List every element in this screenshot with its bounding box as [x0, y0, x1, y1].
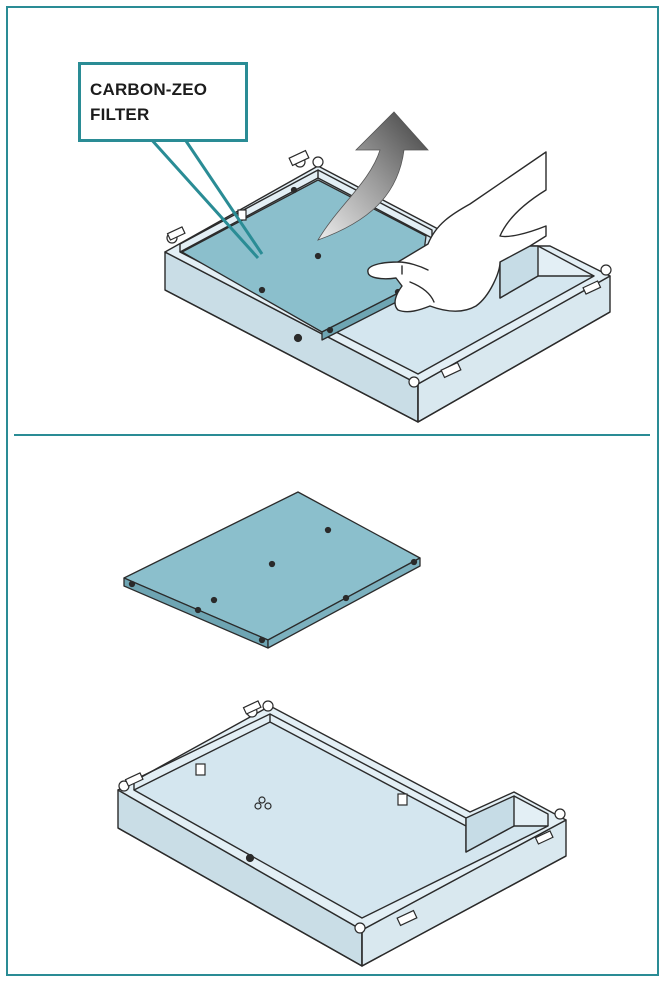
filter-icon — [124, 492, 420, 648]
filter-callout: CARBON-ZEO FILTER — [78, 62, 248, 142]
step-divider — [14, 434, 650, 436]
top-panel-illustration — [150, 112, 611, 422]
tray-icon — [118, 706, 566, 966]
filter-callout-label: CARBON-ZEO FILTER — [90, 77, 245, 127]
bottom-panel-illustration — [118, 492, 566, 966]
